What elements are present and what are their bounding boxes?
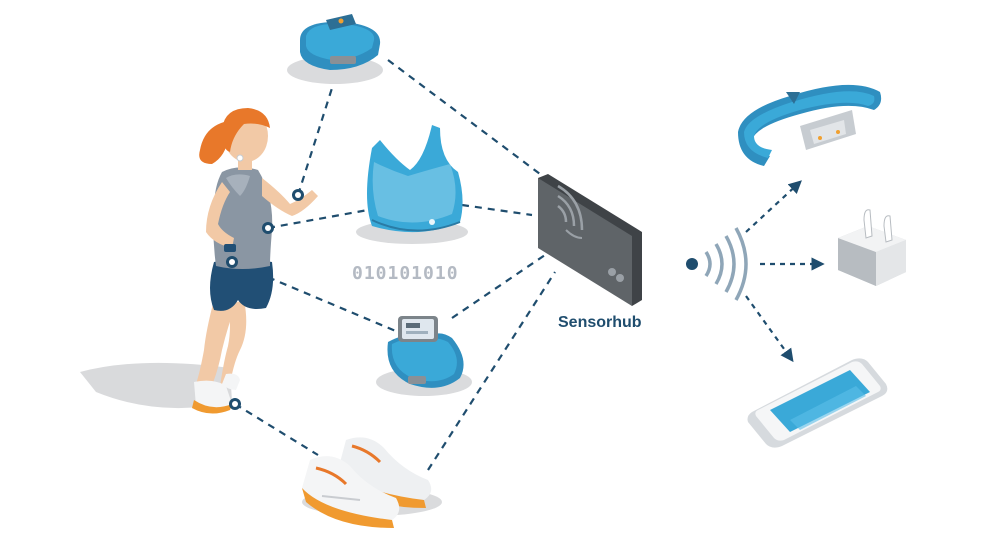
sports-bra-icon <box>356 125 468 244</box>
runner-shadow <box>80 362 232 409</box>
sensorhub-label: Sensorhub <box>558 314 642 331</box>
connector-band-to-hub <box>387 59 549 181</box>
chest-strap-icon <box>738 84 882 166</box>
connector-watch-to-hub <box>451 254 546 319</box>
output-arrows <box>745 180 825 363</box>
sneakers-icon <box>302 437 442 528</box>
connector-bra-to-hub <box>461 203 533 217</box>
connector-chest-to-bra <box>267 208 369 230</box>
fitness-band-icon <box>287 14 383 84</box>
arrow-to-chest-strap <box>745 180 802 233</box>
smartwatch-icon <box>376 316 472 396</box>
smartphone-icon <box>747 358 888 448</box>
connector-sneakers-to-hub <box>427 271 556 471</box>
connector-wrist-to-band <box>296 84 335 196</box>
sensor-card-icon <box>538 174 642 306</box>
runner-figure <box>80 108 318 414</box>
wireless-signal-icon <box>686 227 748 301</box>
binary-data-text: 010101010 <box>352 263 459 284</box>
arrow-to-smartphone <box>745 295 794 363</box>
connector-foot-to-sneakers <box>234 403 319 456</box>
earbuds-case-icon <box>838 209 906 286</box>
sensor-points <box>226 189 304 410</box>
